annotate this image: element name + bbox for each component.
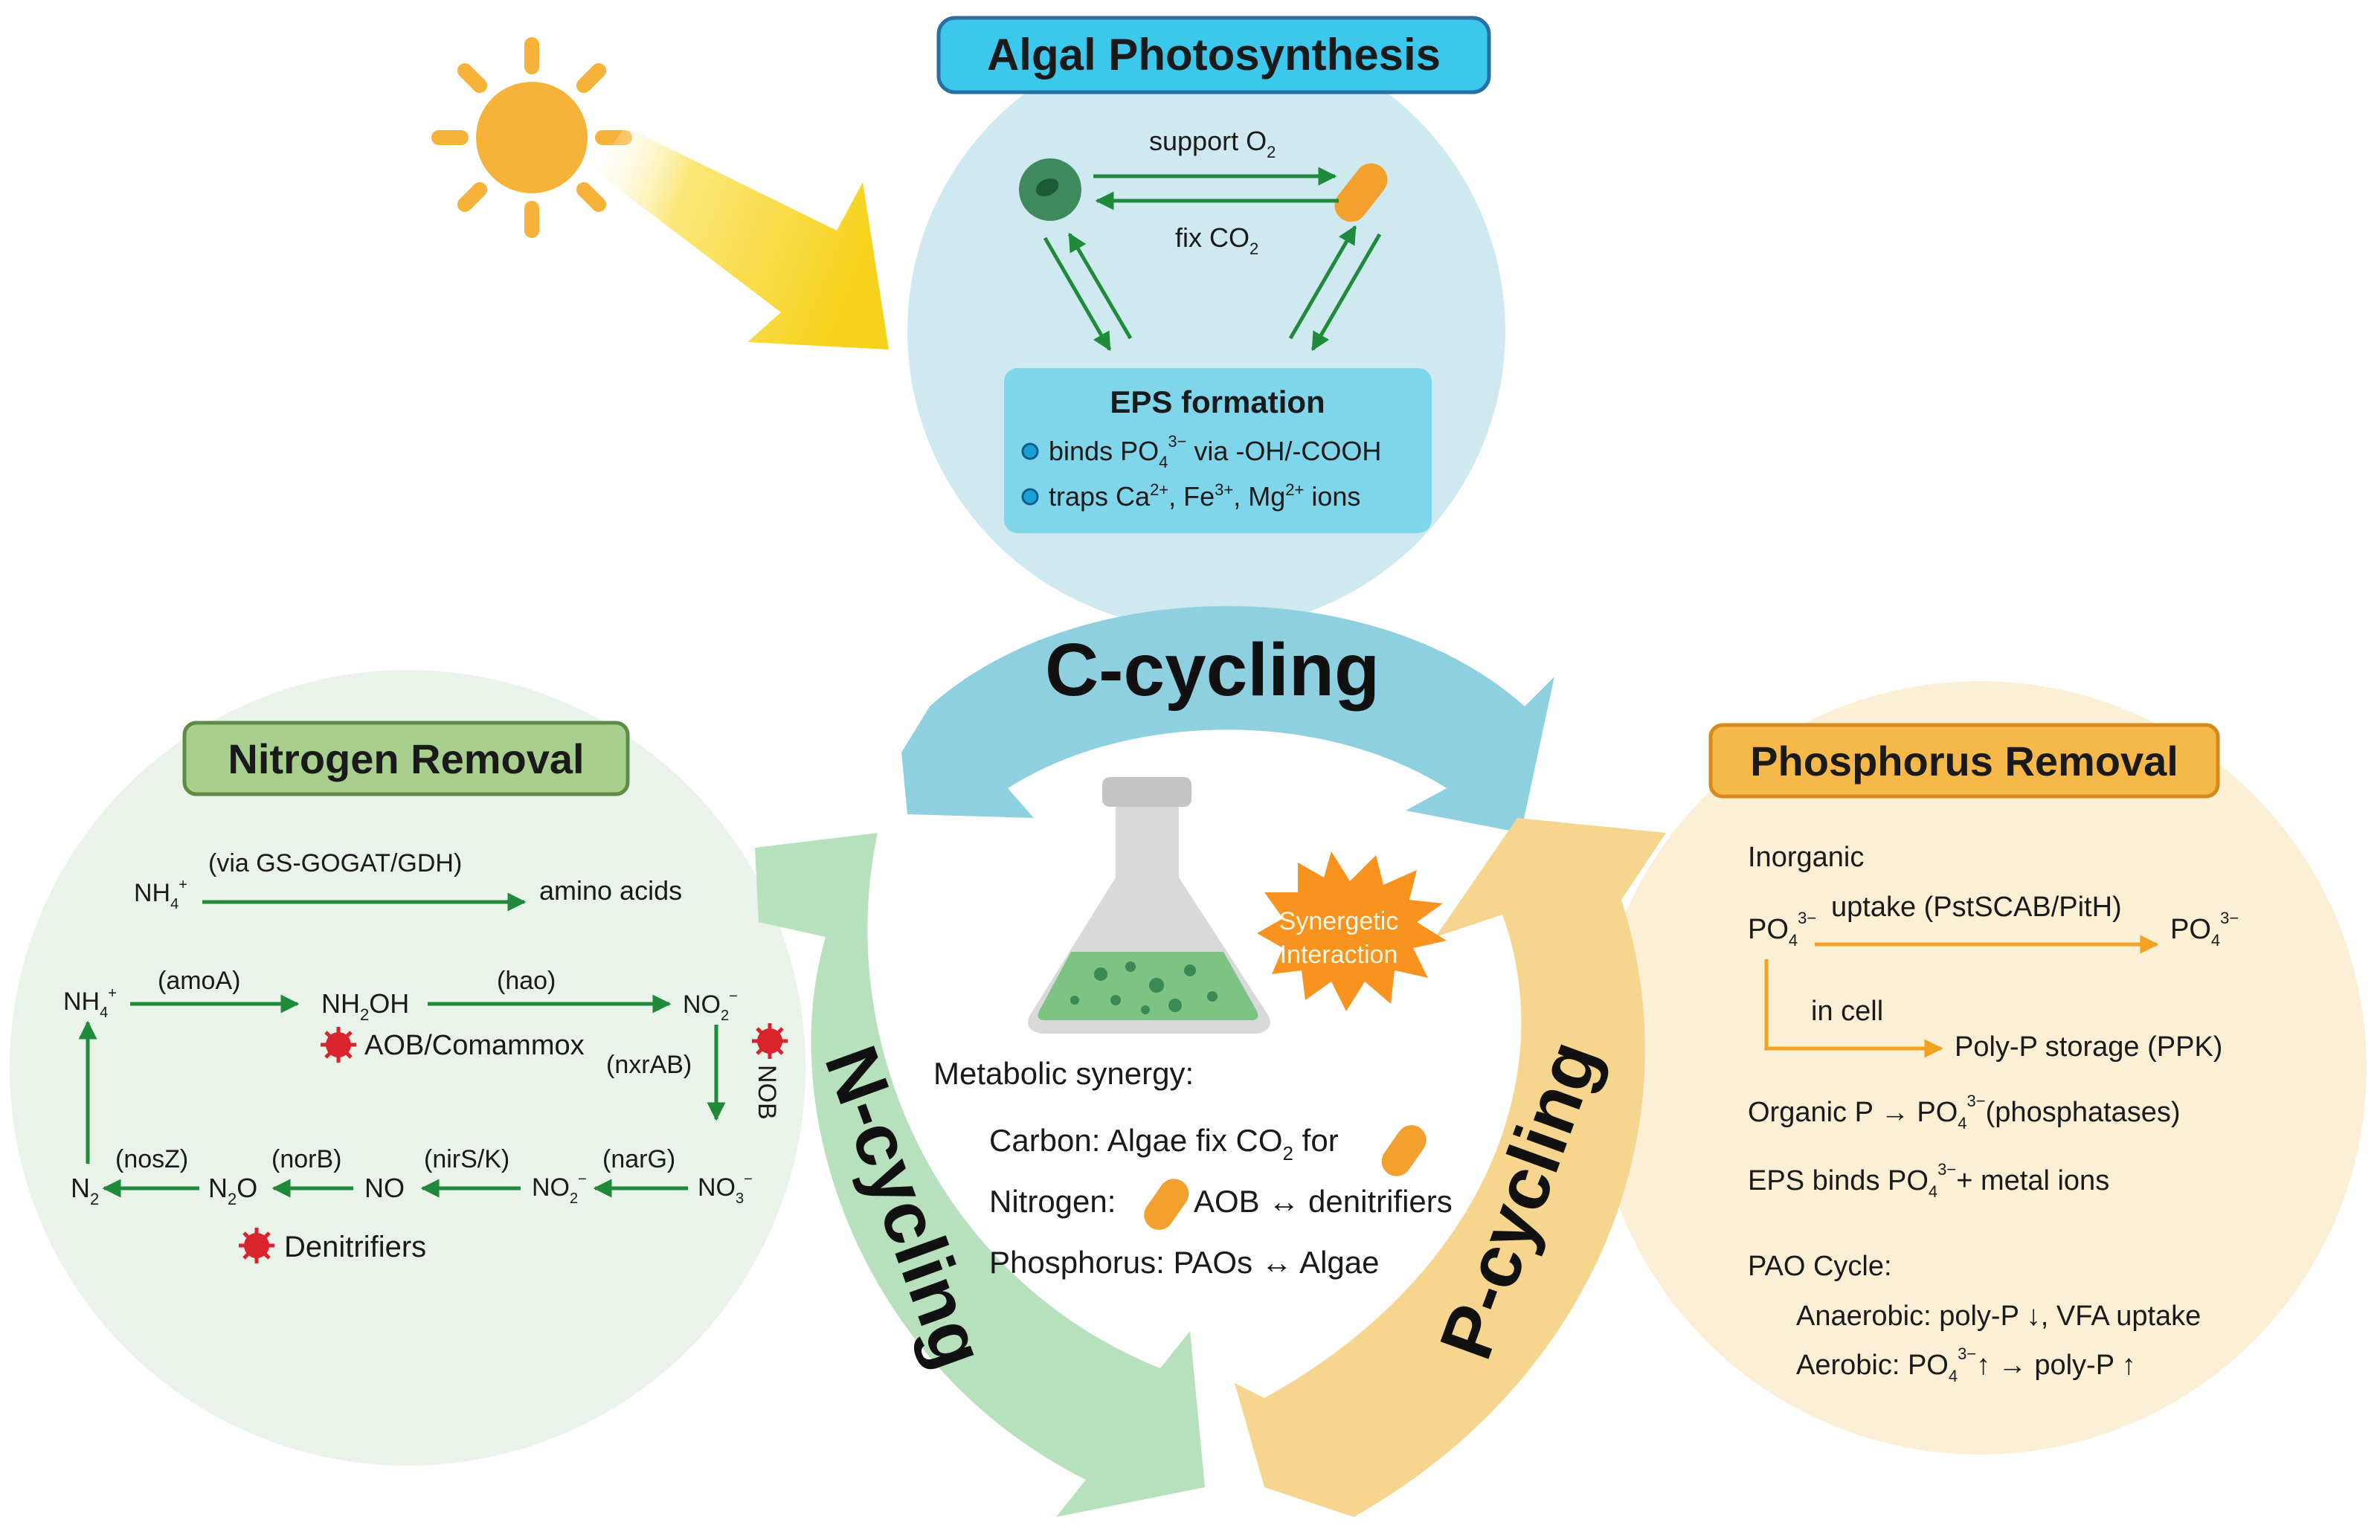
algal-title-box <box>936 16 1491 94</box>
light-ray-icon <box>595 126 889 349</box>
fix-co2-label: fix CO2 <box>1175 222 1258 258</box>
nitrogen-title-box <box>182 721 630 796</box>
anaerobic-line: Anaerobic: poly-P ↓, VFA uptake <box>1796 1301 2201 1332</box>
starburst-icon <box>1257 851 1447 1011</box>
storage-arrow <box>1764 959 1943 1058</box>
carbon-line: Carbon: Algae fix CO2 for <box>989 1123 1339 1164</box>
no2-node-bottom: NO2− <box>532 1171 587 1207</box>
nitrogen-circle <box>10 670 805 1466</box>
nh4-amino-source: NH4+ <box>134 877 187 912</box>
no2-node: NO2− <box>683 988 738 1024</box>
narG-label: (narG) <box>602 1145 675 1173</box>
interaction-label: Interaction <box>1280 941 1398 969</box>
bullet-icon <box>1021 442 1039 460</box>
poly-p-label: Poly-P storage (PPK) <box>1955 1031 2222 1063</box>
cell-to-eps-arrow <box>1043 236 1112 352</box>
bullet-icon <box>1021 488 1039 506</box>
virus-icon <box>321 1027 356 1063</box>
amino-acids-label: amino acids <box>539 875 682 906</box>
nh4-node: NH4+ <box>63 985 117 1021</box>
rod-to-eps-arrow <box>1310 233 1382 352</box>
algae-cell-icon <box>1019 158 1081 221</box>
n2-node: N2 <box>71 1173 99 1208</box>
hao-label: (hao) <box>497 967 556 995</box>
aerobic-line: Aerobic: PO43−↑ → poly-P ↑ <box>1796 1344 2136 1385</box>
uptake-label: uptake (PstSCAB/PitH) <box>1831 892 2122 923</box>
nitrogen-line-label: Nitrogen: <box>989 1184 1116 1219</box>
bacteria-rod-icon <box>1334 163 1388 222</box>
algal-circle <box>907 32 1505 630</box>
virus-icon <box>239 1228 274 1263</box>
eps-box <box>1004 368 1432 533</box>
aob-label: AOB/Comammox <box>364 1030 585 1061</box>
nitrogen-title: Nitrogen Removal <box>228 735 584 782</box>
nxrab-label: (nxrAB) <box>606 1051 692 1079</box>
bacteria-rod-icon <box>1144 1179 1189 1230</box>
eps-bullet-2: traps Ca2+, Fe3+, Mg2+ ions <box>1049 480 1360 512</box>
virus-icon <box>752 1023 788 1059</box>
po4-target: PO43− <box>2170 909 2239 950</box>
phosphorus-title: Phosphorus Removal <box>1750 738 2178 785</box>
no-node: NO <box>364 1173 405 1203</box>
no3-node: NO3− <box>698 1171 753 1207</box>
n-cycling-arrow <box>755 833 1205 1517</box>
inorganic-label: Inorganic <box>1748 842 1864 873</box>
synergetic-label: Synergetic <box>1279 907 1399 935</box>
c-cycling-label: C-cycling <box>1045 628 1380 712</box>
nob-label: NOB <box>753 1065 781 1120</box>
nitrogen-line-value: AOB ↔ denitrifiers <box>1194 1184 1453 1219</box>
eps-to-cell-arrow <box>1067 232 1133 340</box>
po4-source: PO43− <box>1748 909 1816 950</box>
n2o-node: N2O <box>208 1173 257 1208</box>
phosphorus-line: Phosphorus: PAOs ↔ Algae <box>989 1245 1380 1280</box>
metabolic-synergy-label: Metabolic synergy: <box>933 1056 1194 1091</box>
nh2oh-node: NH2OH <box>321 988 409 1024</box>
via-label: (via GS-GOGAT/GDH) <box>208 849 462 877</box>
eps-binds-line: EPS binds PO43−+ metal ions <box>1748 1160 2109 1201</box>
denitrifiers-label: Denitrifiers <box>284 1231 426 1263</box>
in-cell-label: in cell <box>1811 996 1883 1027</box>
phosphorus-title-box <box>1708 723 2220 799</box>
bacteria-rod-icon <box>1381 1125 1427 1176</box>
amoA-label: (amoA) <box>158 967 240 995</box>
algal-title: Algal Photosynthesis <box>987 30 1441 80</box>
support-o2-label: support O2 <box>1149 126 1276 161</box>
eps-title: EPS formation <box>1110 384 1325 419</box>
eps-bullet-1: binds PO43− via -OH/-COOH <box>1049 432 1381 471</box>
flask-icon <box>1028 777 1270 1034</box>
sun-icon <box>431 37 632 238</box>
nosZ-label: (nosZ) <box>115 1145 188 1173</box>
organic-p-line: Organic P → PO43−(phosphatases) <box>1748 1092 2181 1133</box>
phosphorus-circle <box>1593 681 2367 1454</box>
p-cycling-arrow <box>1235 818 1666 1517</box>
pao-cycle-label: PAO Cycle: <box>1748 1251 1892 1282</box>
c-cycling-arrow <box>901 606 1554 833</box>
norB-label: (norB) <box>271 1145 341 1173</box>
nirSK-label: (nirS/K) <box>424 1145 509 1173</box>
eps-to-rod-arrow <box>1288 225 1357 340</box>
